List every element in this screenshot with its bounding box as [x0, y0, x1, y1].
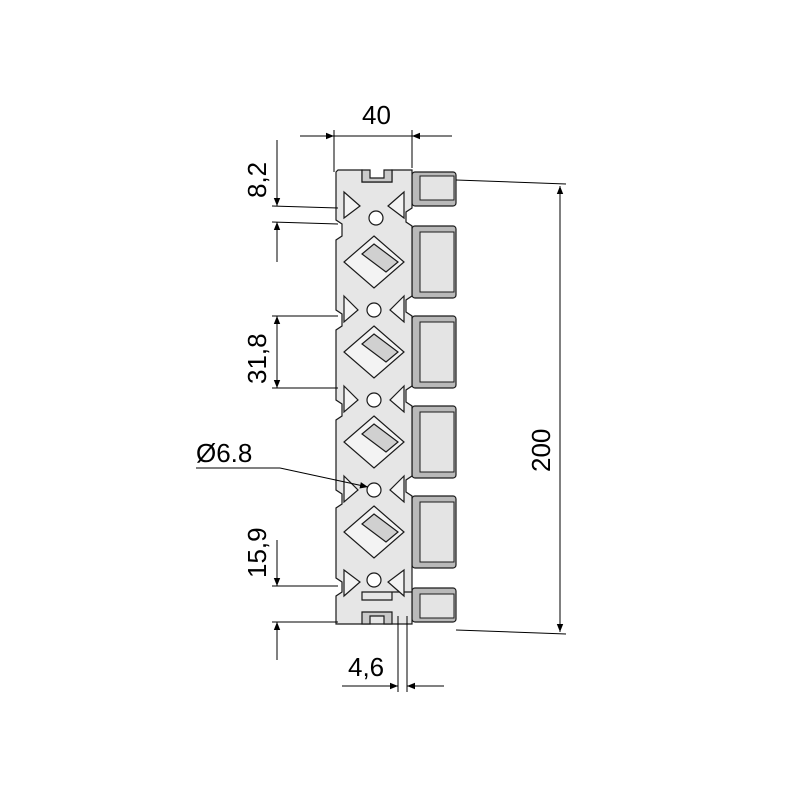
dim-width-label: 40	[362, 100, 391, 130]
side-face-3	[419, 411, 455, 473]
top-slot	[361, 169, 393, 183]
side-face-4	[419, 501, 455, 563]
hole-5	[366, 572, 382, 588]
hole-1	[368, 210, 384, 226]
dimension-height: 200	[455, 179, 567, 635]
dimension-hole: Ø6.8	[196, 438, 369, 489]
dim-slot-width-label: 4,6	[348, 652, 384, 682]
dim-slot-bottom-label: 15,9	[242, 527, 272, 578]
cavity-shade-1	[361, 243, 399, 273]
cavity-shade-4	[361, 513, 399, 543]
dimension-slot-top: 8,2	[242, 140, 339, 262]
side-face-1	[419, 231, 455, 293]
dim-hole-label: Ø6.8	[196, 438, 252, 468]
hole-4	[366, 482, 382, 498]
dimension-slot-bottom: 15,9	[242, 527, 338, 660]
hole-3	[366, 392, 382, 408]
dim-pitch-label: 31,8	[242, 333, 272, 384]
bottom-slot	[361, 611, 393, 625]
cavity-shade-2	[361, 333, 399, 363]
side-face-2	[419, 321, 455, 383]
side-face-bottom	[419, 593, 455, 619]
dim-slot-top-label: 8,2	[242, 162, 272, 198]
dim-height-label: 200	[526, 429, 556, 472]
cavity-shade-3	[361, 423, 399, 453]
dimension-slot-width: 4,6	[342, 616, 444, 692]
dimension-width: 40	[300, 100, 452, 172]
hole-2	[366, 302, 382, 318]
side-face-top	[419, 175, 455, 201]
profile-side-highlights	[419, 175, 455, 619]
extrusion-profile	[335, 169, 457, 625]
dimension-pitch: 31,8	[242, 315, 338, 389]
profile-ribs	[343, 190, 405, 598]
